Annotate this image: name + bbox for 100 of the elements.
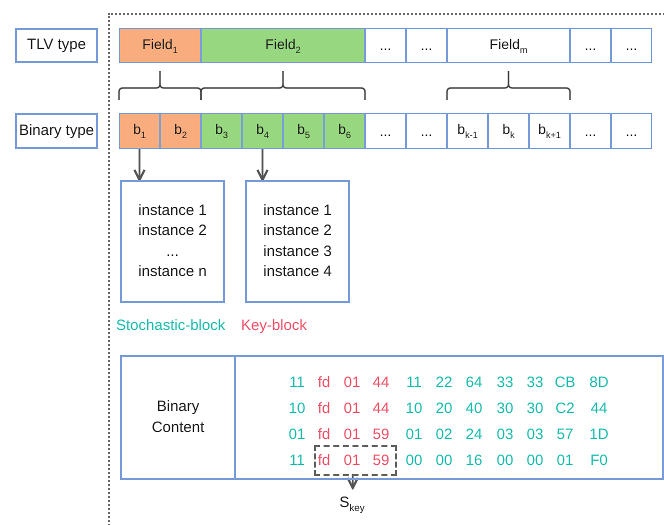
hex-value: 24 bbox=[464, 424, 484, 445]
hex-value: 44 bbox=[372, 398, 390, 419]
hex-value: 00 bbox=[434, 450, 454, 471]
byte-cell bbox=[324, 113, 365, 149]
hex-value: 64 bbox=[464, 372, 484, 393]
hex-value: 11 bbox=[405, 372, 423, 393]
instance-text: instance 2 bbox=[263, 221, 332, 242]
block-caption: Stochastic-block bbox=[116, 317, 226, 334]
hex-value: 22 bbox=[434, 372, 454, 393]
arrow bbox=[346, 474, 359, 490]
hex-value: fd bbox=[316, 398, 332, 419]
field-cell bbox=[406, 28, 447, 63]
hex-value: 40 bbox=[464, 398, 484, 419]
hex-value: CB bbox=[554, 372, 576, 393]
node-text: ... bbox=[380, 36, 392, 55]
hex-value: 33 bbox=[526, 372, 544, 393]
field-cell bbox=[611, 28, 652, 63]
hex-value: 03 bbox=[496, 424, 514, 445]
instance-text: instance 1 bbox=[263, 201, 332, 221]
instance-text: instance 3 bbox=[263, 242, 332, 262]
node-text: b$_{1}$ bbox=[133, 120, 146, 142]
hex-value: 16 bbox=[464, 450, 484, 471]
node-text: ... bbox=[584, 122, 596, 140]
node-text: Field$_{2}$ bbox=[265, 34, 301, 56]
node-text: b$_{k+1}$ bbox=[538, 120, 561, 142]
node-text: ... bbox=[380, 122, 392, 140]
instance-text: instance n bbox=[138, 262, 207, 282]
hex-value: 01 bbox=[342, 424, 362, 445]
hex-value: fd bbox=[316, 450, 332, 471]
node-text: Field$_{m}$ bbox=[490, 34, 528, 56]
arrow bbox=[133, 149, 146, 182]
field-cell bbox=[201, 28, 365, 63]
node-text: b$_{5}$ bbox=[297, 120, 310, 142]
row-label-box bbox=[15, 28, 98, 63]
hex-value: 03 bbox=[526, 424, 544, 445]
hex-value: 10 bbox=[404, 398, 424, 419]
hex-value: 11 bbox=[288, 372, 306, 393]
node-text: ... bbox=[626, 122, 638, 140]
hex-value: 01 bbox=[404, 424, 424, 445]
field-cell bbox=[119, 28, 201, 63]
byte-cell bbox=[283, 113, 324, 149]
hex-value: 02 bbox=[434, 424, 454, 445]
hex-value: fd bbox=[316, 424, 332, 445]
instance-text: ... bbox=[166, 242, 179, 262]
hex-value: 00 bbox=[526, 450, 544, 471]
row-label-box bbox=[15, 113, 98, 149]
block-caption: Key-block bbox=[241, 317, 307, 334]
hex-value: 1D bbox=[588, 424, 610, 445]
field-cell bbox=[570, 28, 611, 63]
hex-value: 44 bbox=[590, 398, 608, 419]
hex-value: 33 bbox=[496, 372, 514, 393]
hex-value: C2 bbox=[554, 398, 576, 419]
hex-value: 01 bbox=[342, 398, 362, 419]
instance-box bbox=[245, 180, 350, 303]
node-text: Binary type bbox=[18, 120, 94, 141]
node-text: S$_{key}$ bbox=[339, 492, 365, 516]
node-text: ... bbox=[626, 36, 638, 55]
hex-value: 00 bbox=[404, 450, 424, 471]
hex-value: 00 bbox=[496, 450, 514, 471]
instance-text: instance 1 bbox=[138, 201, 207, 221]
hex-value: 11 bbox=[288, 450, 306, 471]
hex-value: 59 bbox=[372, 424, 390, 445]
byte-cell bbox=[365, 113, 406, 149]
hex-value: fd bbox=[316, 372, 332, 393]
instance-box bbox=[120, 180, 225, 303]
arrow bbox=[256, 149, 269, 182]
node-text: b$_{2}$ bbox=[174, 120, 187, 142]
byte-cell bbox=[406, 113, 447, 149]
node-text: b$_{k}$ bbox=[502, 120, 515, 142]
node-text: ... bbox=[420, 36, 432, 55]
dashed-highlight-box bbox=[314, 445, 397, 476]
byte-cell bbox=[570, 113, 611, 149]
byte-cell bbox=[242, 113, 283, 149]
byte-cell bbox=[488, 113, 529, 149]
hex-value: F0 bbox=[589, 450, 609, 471]
hex-value: 57 bbox=[556, 424, 574, 445]
hex-value: 01 bbox=[288, 424, 306, 445]
byte-cell bbox=[119, 113, 160, 149]
node-text: TLV type bbox=[27, 35, 86, 56]
hex-value: 59 bbox=[372, 450, 390, 471]
hex-value: 01 bbox=[342, 450, 362, 471]
byte-cell bbox=[529, 113, 570, 149]
field-cell bbox=[365, 28, 406, 63]
byte-cell bbox=[611, 113, 652, 149]
instance-text: instance 4 bbox=[263, 262, 332, 282]
hex-value: 30 bbox=[496, 398, 514, 419]
node-text: Field$_{1}$ bbox=[142, 34, 178, 56]
hex-value: 44 bbox=[372, 372, 390, 393]
binary-content-table bbox=[120, 355, 664, 480]
node-text: b$_{4}$ bbox=[256, 120, 269, 142]
hex-value: 30 bbox=[526, 398, 544, 419]
byte-cell bbox=[201, 113, 242, 149]
hex-value: 01 bbox=[342, 372, 362, 393]
node-text: b$_{k-1}$ bbox=[457, 120, 478, 142]
hex-value: 20 bbox=[434, 398, 454, 419]
hex-value: 10 bbox=[288, 398, 306, 419]
node-text: b$_{3}$ bbox=[215, 120, 228, 142]
node-text: b$_{6}$ bbox=[338, 120, 351, 142]
hex-value: 8D bbox=[588, 372, 610, 393]
byte-cell bbox=[447, 113, 488, 149]
